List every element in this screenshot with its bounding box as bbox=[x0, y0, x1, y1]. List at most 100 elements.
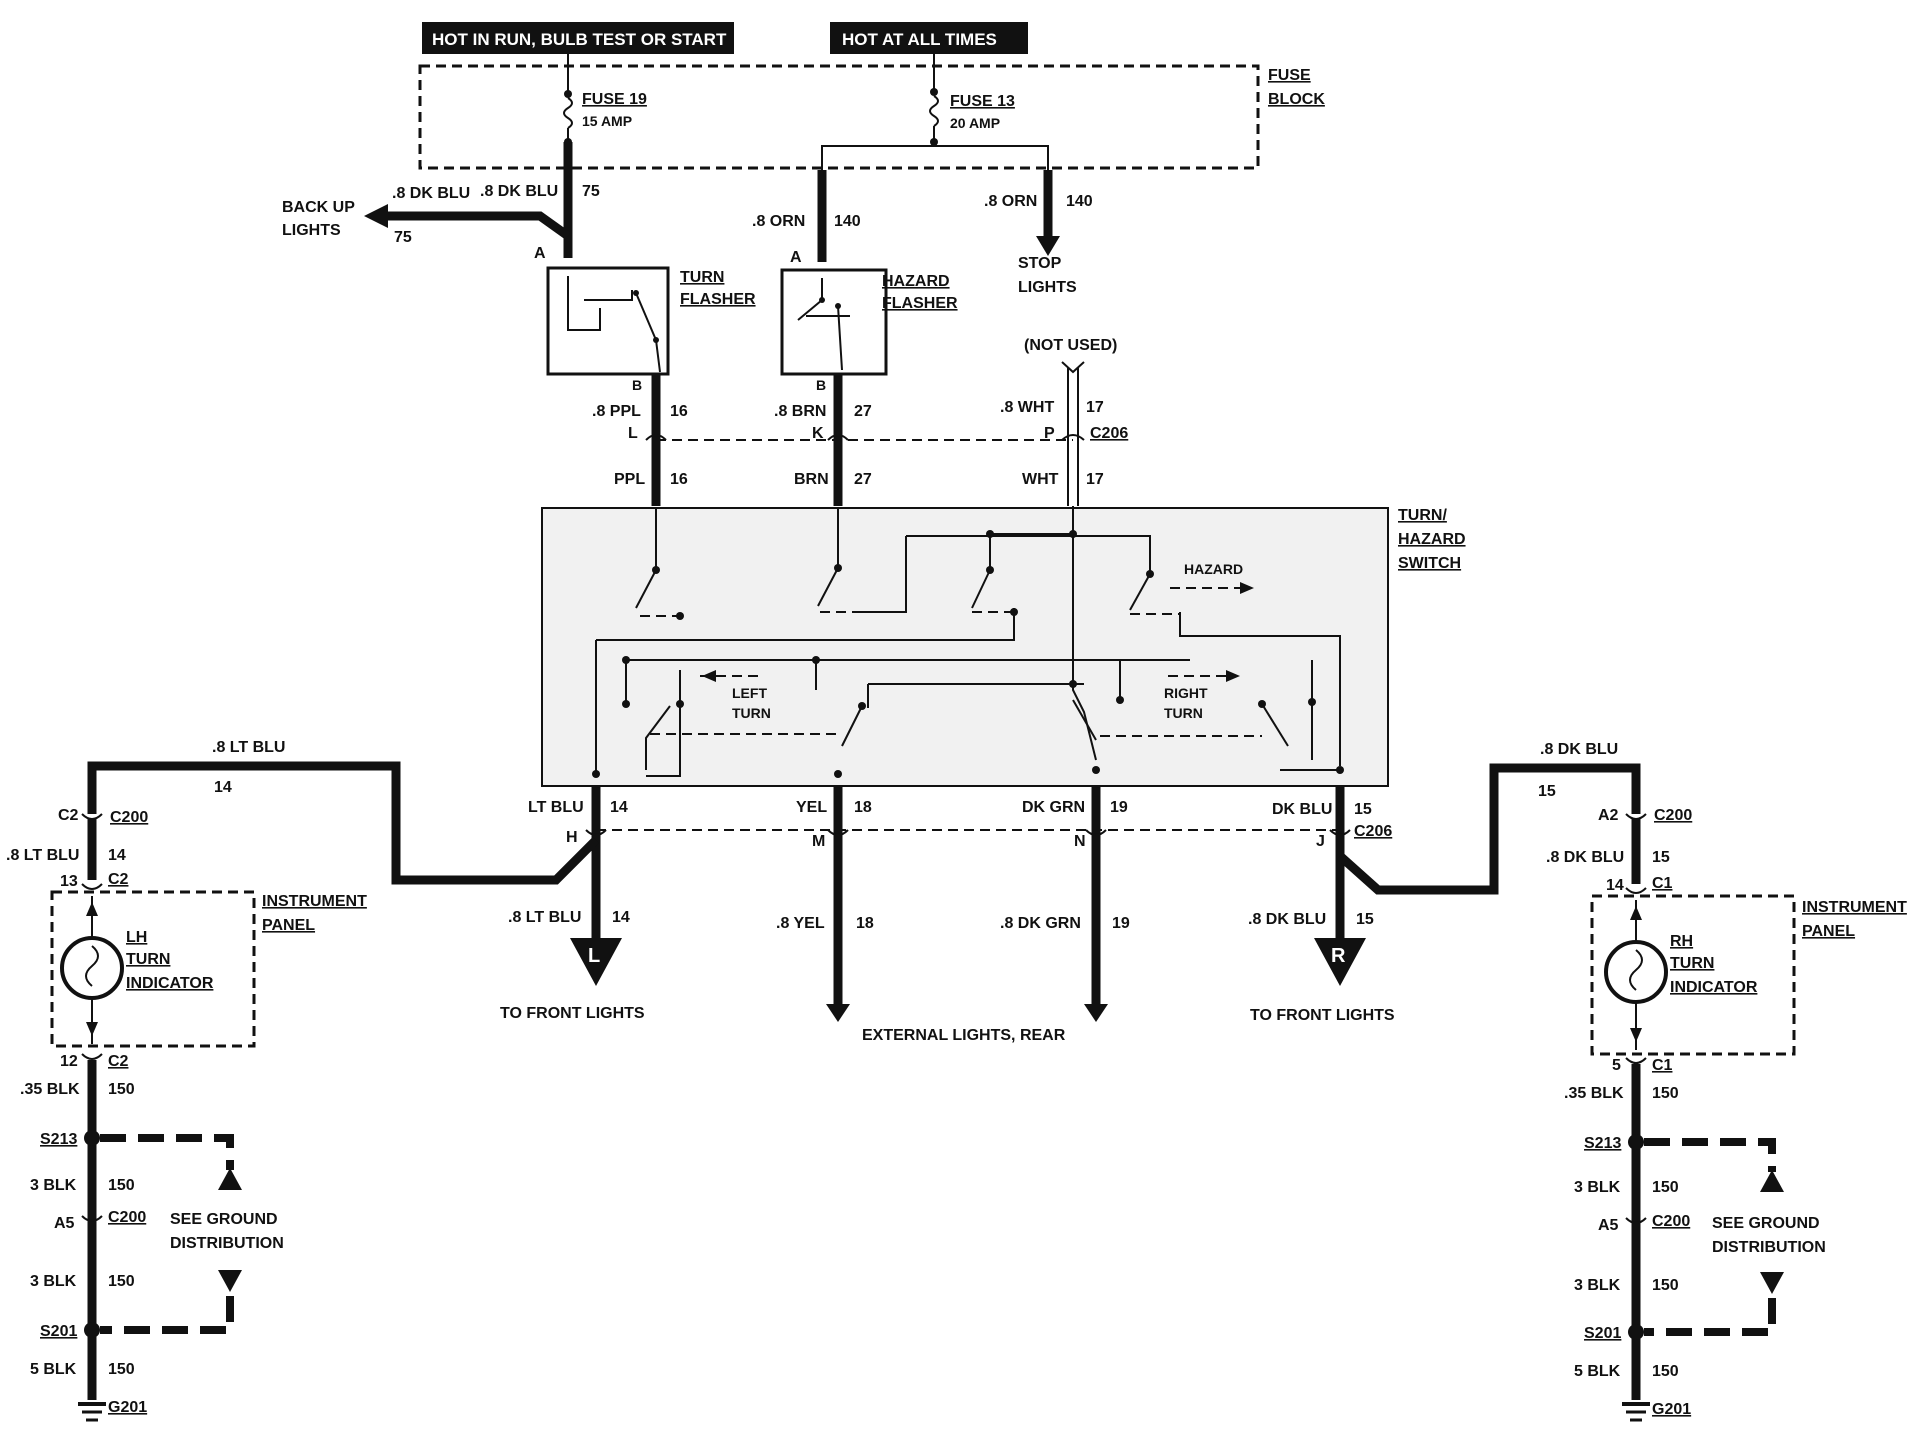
lh-top-wire: .8 LT BLU bbox=[212, 739, 285, 756]
right-side-ind3-label: INDICATOR bbox=[1670, 979, 1758, 996]
fuse13-bus bbox=[821, 145, 1049, 182]
right-side-c1-label: C1 bbox=[1652, 875, 1673, 892]
wire-dkgrn-label: DK GRN bbox=[1022, 799, 1085, 816]
wire-dkgrn-circuit: 19 bbox=[1110, 799, 1128, 816]
left-side-c200b-label: C200 bbox=[108, 1209, 146, 1226]
stop-lights-label-2: LIGHTS bbox=[1018, 279, 1077, 296]
rh-top-circuit: 15 bbox=[1538, 783, 1556, 800]
out-dkgrn-circuit: 19 bbox=[1112, 915, 1130, 932]
c206-pin-k: K bbox=[812, 425, 824, 442]
c206-low-label: C206 bbox=[1354, 823, 1392, 840]
c206-n bbox=[1085, 829, 1107, 836]
wire-ppl-circuit: 16 bbox=[670, 403, 688, 420]
fuse-block-outline bbox=[418, 64, 1260, 170]
wire-ltblu-circuit: 14 bbox=[610, 799, 628, 816]
fuse-19: FUSE 19 15 AMP bbox=[563, 54, 647, 146]
right-side-gnd2-label: DISTRIBUTION bbox=[1712, 1239, 1826, 1256]
wire-brn-circuit-2: 27 bbox=[854, 471, 872, 488]
left-side-c2b-label: C2 bbox=[108, 871, 129, 888]
switch-label-2: HAZARD bbox=[1398, 531, 1466, 548]
fuse-13-rating: 20 AMP bbox=[950, 115, 1000, 131]
switch-right-label: RIGHT bbox=[1164, 685, 1208, 701]
fuse-block-label-2: BLOCK bbox=[1268, 91, 1325, 108]
c206-m bbox=[827, 829, 849, 836]
wire-ltblu-label: LT BLU bbox=[528, 799, 584, 816]
left-side-w2-label: .35 BLK bbox=[20, 1081, 80, 1098]
banners-hot-always-label: HOT AT ALL TIMES bbox=[842, 30, 997, 49]
out-yel-label: .8 YEL bbox=[776, 915, 825, 932]
switch-right-label-2: TURN bbox=[1164, 705, 1203, 721]
left-side-c200-label: C200 bbox=[110, 809, 148, 826]
wire-brn-label: .8 BRN bbox=[774, 403, 826, 420]
out-ltblu-label: .8 LT BLU bbox=[508, 909, 581, 926]
front-right-label: TO FRONT LIGHTS bbox=[1250, 1007, 1395, 1024]
c206-pin-p: P bbox=[1044, 425, 1055, 442]
left-side-panel1-label: INSTRUMENT bbox=[262, 893, 367, 910]
right-side-a2-label: A2 bbox=[1598, 807, 1619, 824]
wire-backup bbox=[380, 211, 571, 240]
out-ltblu-circuit: 14 bbox=[612, 909, 630, 926]
backup-circuit: 75 bbox=[394, 229, 412, 246]
left-side-gnd2-label: DISTRIBUTION bbox=[170, 1235, 284, 1252]
wire-wht-circuit: 17 bbox=[1086, 399, 1104, 416]
turn-flasher-label-2: FLASHER bbox=[680, 291, 756, 308]
stop-circuit: 140 bbox=[1066, 193, 1093, 210]
yel-arrow bbox=[826, 1004, 850, 1022]
right-side-w4-c-label: 150 bbox=[1652, 1277, 1679, 1294]
left-side-p12-label: 12 bbox=[60, 1053, 78, 1070]
backup-lights-label: BACK UP bbox=[282, 199, 355, 216]
right-side-a5-label: A5 bbox=[1598, 1217, 1619, 1234]
wire-dkblu-label: DK BLU bbox=[1272, 801, 1332, 818]
right-side-panel2-label: PANEL bbox=[1802, 923, 1855, 940]
front-right-arrow-label: R bbox=[1331, 945, 1346, 967]
right-side-c1b-label: C1 bbox=[1652, 1057, 1673, 1074]
rear-lights-label: EXTERNAL LIGHTS, REAR bbox=[862, 1027, 1066, 1044]
banner-hot-at-all-times: HOT AT ALL TIMES bbox=[830, 22, 1028, 54]
wire-ppl-circuit-2: 16 bbox=[670, 471, 688, 488]
hazard-feed-wire: .8 ORN bbox=[752, 213, 805, 230]
rh-top-wire: .8 DK BLU bbox=[1540, 741, 1618, 758]
left-side-ind1-label: LH bbox=[126, 929, 147, 946]
out-dkblu-circuit: 15 bbox=[1356, 911, 1374, 928]
left-side-ind2-label: TURN bbox=[126, 951, 170, 968]
fuse-13-name: FUSE 13 bbox=[950, 93, 1015, 110]
c206-pin-l: L bbox=[628, 425, 638, 442]
fuse-block-label: FUSE bbox=[1268, 67, 1311, 84]
switch-label-3: SWITCH bbox=[1398, 555, 1461, 572]
left-side-w2-c-label: 150 bbox=[108, 1081, 135, 1098]
out-dkblu-label: .8 DK BLU bbox=[1248, 911, 1326, 928]
right-side-w3-c-label: 150 bbox=[1652, 1179, 1679, 1196]
fuse-13: FUSE 13 20 AMP bbox=[929, 54, 1015, 146]
stop-lights-label: STOP bbox=[1018, 255, 1062, 272]
wire-ppl-label: .8 PPL bbox=[592, 403, 641, 420]
wire-yel-circuit: 18 bbox=[854, 799, 872, 816]
out-dkgrn-label: .8 DK GRN bbox=[1000, 915, 1081, 932]
left-side-ind3-label: INDICATOR bbox=[126, 975, 214, 992]
left-side-w5-c-label: 150 bbox=[108, 1361, 135, 1378]
turn-flasher: A B TURN FLASHER bbox=[534, 245, 756, 393]
right-side-c200-label: C200 bbox=[1654, 807, 1692, 824]
stop-wire: .8 ORN bbox=[984, 193, 1037, 210]
banner-hot-in-run: HOT IN RUN, BULB TEST OR START bbox=[422, 22, 734, 54]
hazard-feed-circuit: 140 bbox=[834, 213, 861, 230]
front-right-arrow: R bbox=[1314, 938, 1366, 986]
right-side-s201-label: S201 bbox=[1584, 1325, 1621, 1342]
right-side-s213-label: S213 bbox=[1584, 1135, 1621, 1152]
wire-wht-circuit-2: 17 bbox=[1086, 471, 1104, 488]
right-side-panel1-label: INSTRUMENT bbox=[1802, 899, 1907, 916]
hazard-flasher: A B HAZARD FLASHER bbox=[780, 249, 958, 393]
right-side-c200b-label: C200 bbox=[1652, 1213, 1690, 1230]
left-side-s213-label: S213 bbox=[40, 1131, 77, 1148]
c206-pin-h: H bbox=[566, 829, 578, 846]
hazard-flasher-label: HAZARD bbox=[882, 273, 950, 290]
dkgrn-arrow bbox=[1084, 1004, 1108, 1022]
left-side-w1-label: .8 LT BLU bbox=[6, 847, 79, 864]
c206-top-label: C206 bbox=[1090, 425, 1128, 442]
front-left-arrow: L bbox=[570, 938, 622, 986]
right-side-w2-label: .35 BLK bbox=[1564, 1085, 1624, 1102]
c206-p bbox=[1061, 434, 1085, 441]
backup-wire-a: .8 DK BLU bbox=[392, 185, 470, 202]
out-yel-circuit: 18 bbox=[856, 915, 874, 932]
left-side-w5-label: 5 BLK bbox=[30, 1361, 77, 1378]
